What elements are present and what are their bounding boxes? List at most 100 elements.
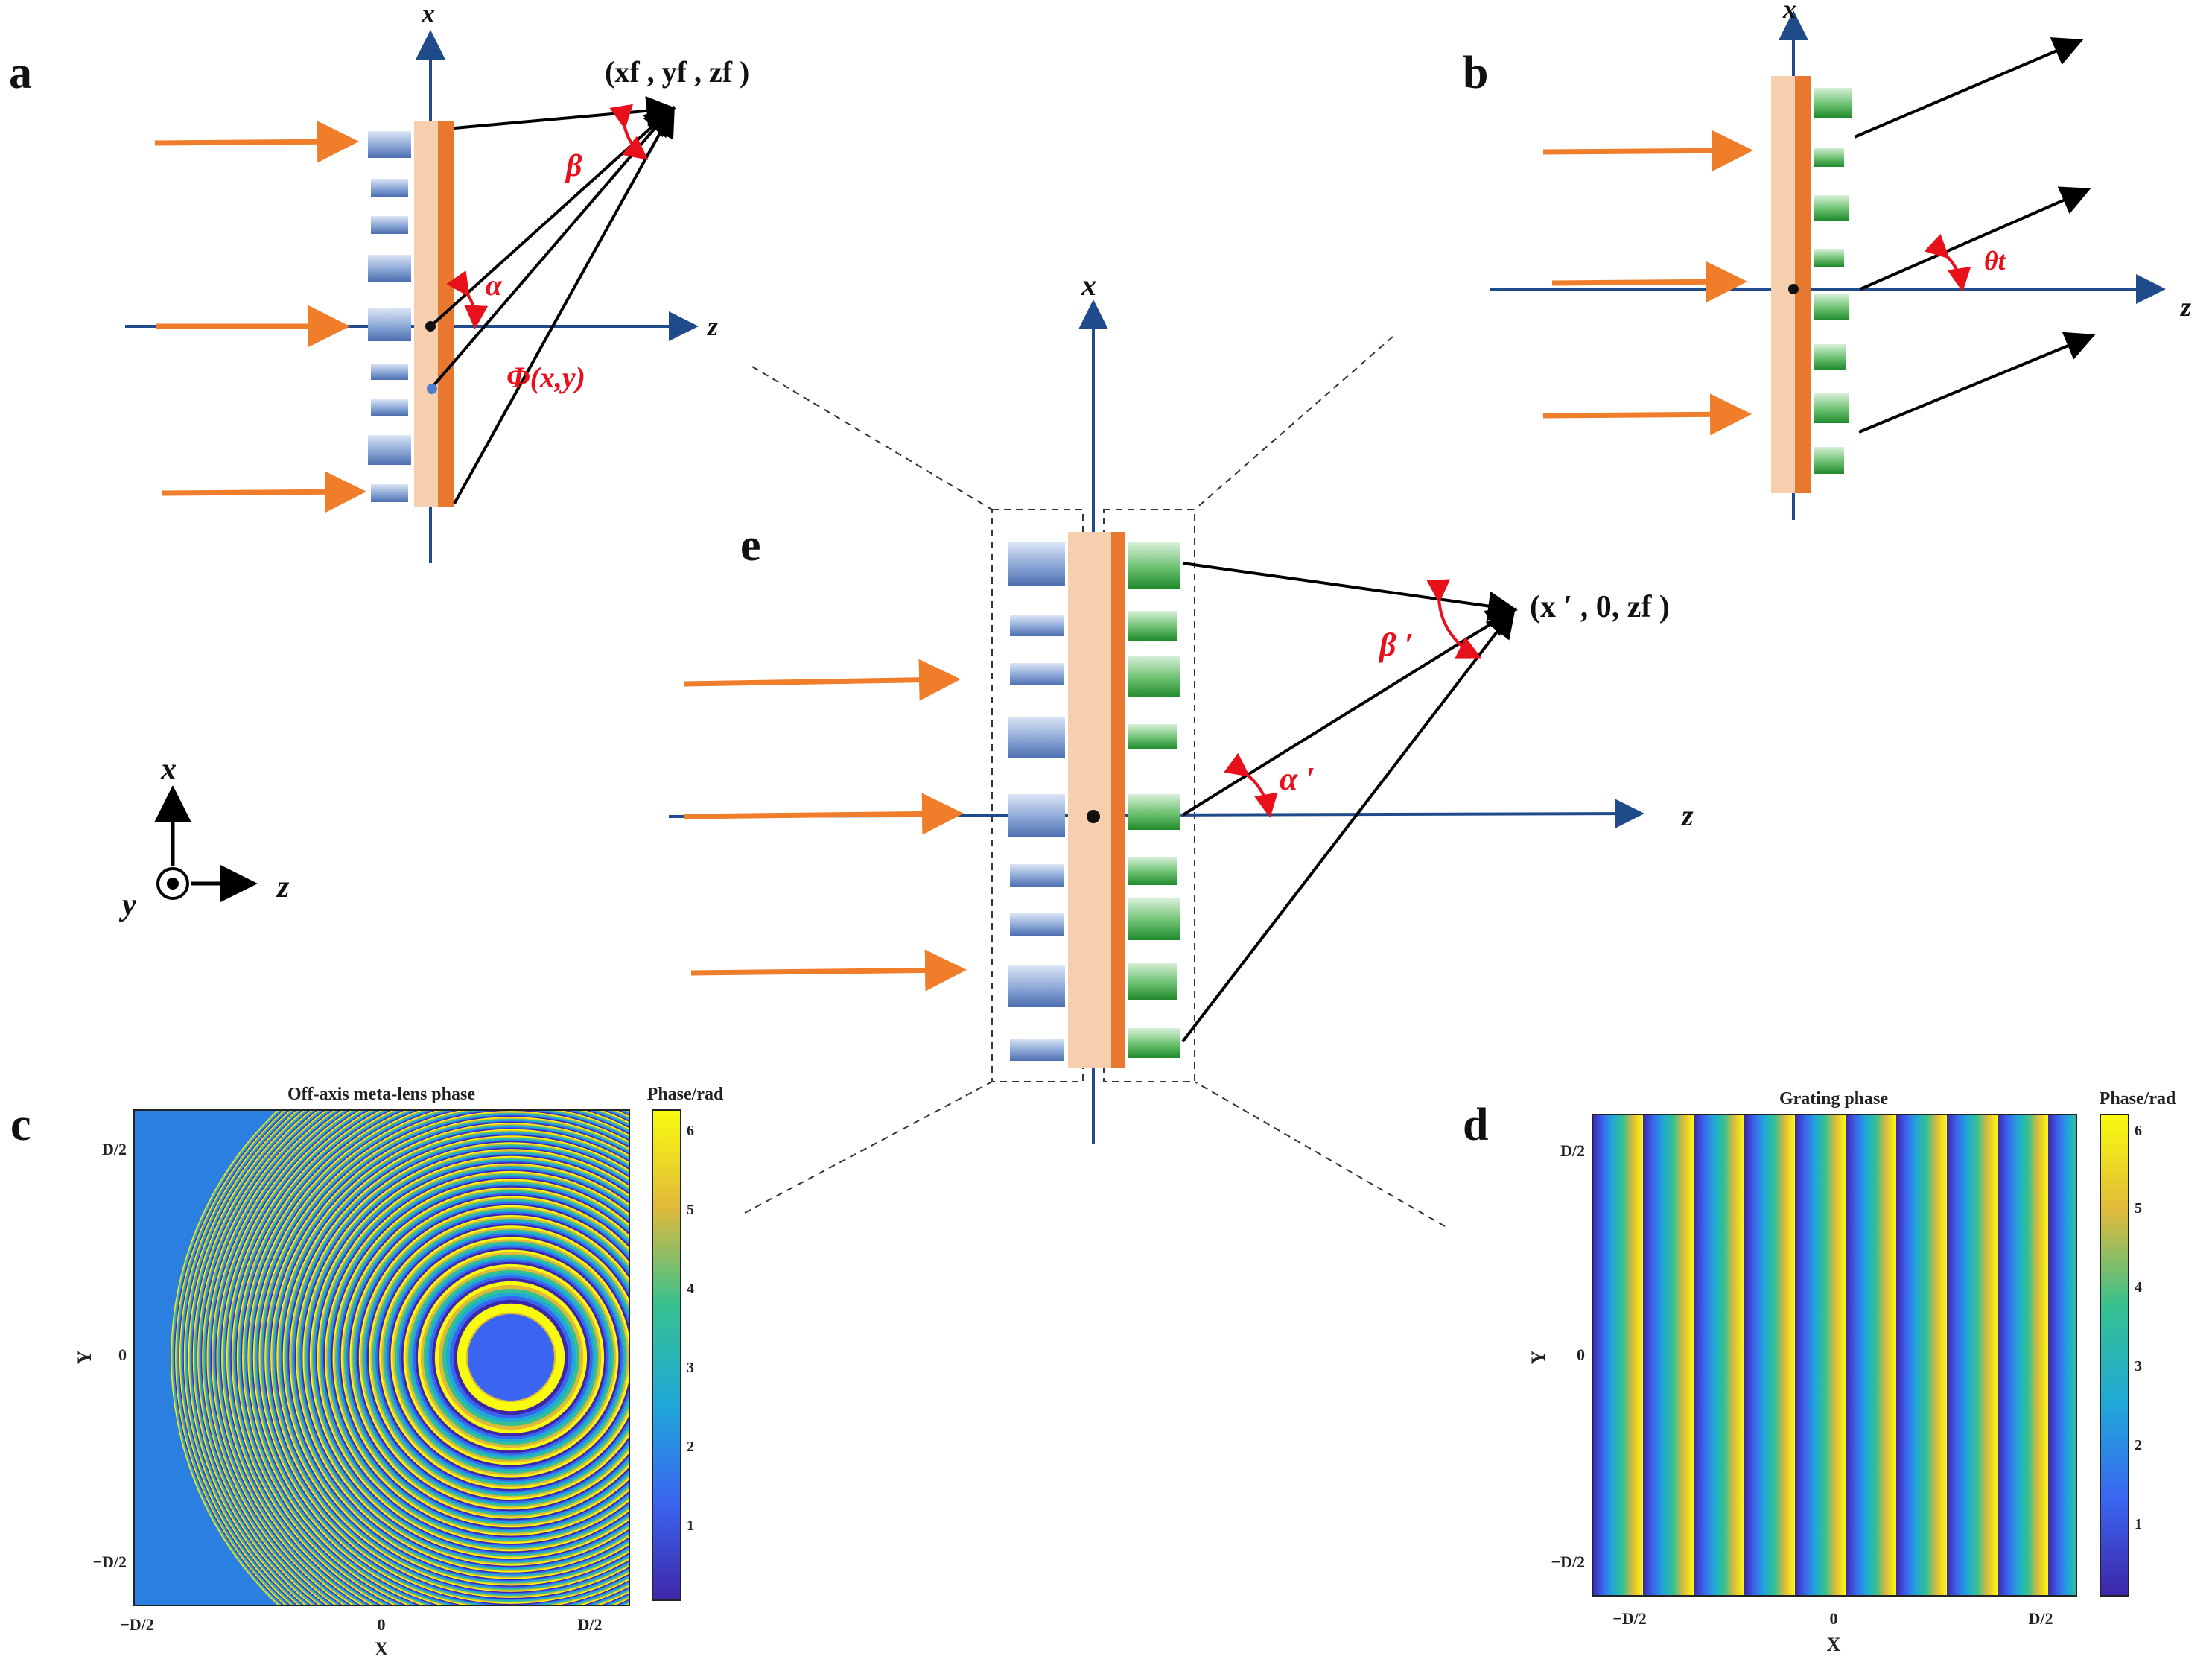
panel-d-xtick-2: 0: [1830, 1609, 1838, 1628]
coord-y-dot: [167, 878, 179, 890]
panel-e-lens-pillars: [1008, 542, 1065, 1061]
nano-pillar: [368, 308, 411, 341]
panel-c-xlabel: X: [375, 1638, 389, 1660]
panel-e-grating-pillars: [1128, 542, 1180, 1058]
panel-e-alpha-arc: [1224, 752, 1278, 818]
panel-a-alpha-label: α: [486, 268, 503, 302]
panel-e-z-label: z: [1680, 799, 1694, 832]
incident-arrow: [683, 793, 964, 835]
panel-c-colorbar-title: Phase/rad: [647, 1085, 724, 1104]
nano-pillar: [1814, 294, 1849, 320]
nano-pillar: [1008, 965, 1065, 1007]
panel-c-phase-map: [134, 1110, 629, 1605]
panel-b-deflected-rays: [1854, 37, 2096, 434]
incident-arrow: [683, 659, 961, 701]
nano-pillar: [1010, 864, 1064, 887]
panel-d-ytick-2: 0: [1577, 1345, 1585, 1364]
panel-a-pillars: [368, 131, 411, 502]
panel-a-point-dot: [427, 384, 437, 394]
nano-pillar: [1010, 663, 1064, 685]
incident-arrow: [1542, 130, 1753, 172]
nano-pillar: [368, 131, 411, 158]
panel-d-colorbar-ticks: 1 2 3 4 5 6: [2135, 1123, 2142, 1532]
panel-b-theta-arc: [1924, 233, 1971, 292]
nano-pillar: [1128, 656, 1180, 697]
colorbar-tick: 5: [2135, 1200, 2142, 1217]
panel-a: a x z: [9, 0, 749, 563]
nano-pillar: [371, 216, 408, 234]
panel-a-incident-arrows: [154, 121, 366, 513]
panel-d-label: d: [1463, 1100, 1488, 1150]
incident-arrow: [154, 121, 359, 163]
nano-pillar: [1008, 542, 1065, 586]
panel-e-x-label: x: [1081, 268, 1096, 302]
panel-d-ytick-3: −D/2: [1551, 1553, 1585, 1571]
ray-arrow: [453, 107, 675, 504]
nano-pillar: [368, 435, 411, 465]
nano-pillar: [368, 255, 411, 282]
incident-arrow: [1542, 393, 1752, 436]
nano-pillar: [1128, 857, 1177, 885]
ray-arrow: [1181, 607, 1517, 817]
nano-pillar: [1814, 148, 1844, 167]
colorbar-tick: 4: [2135, 1279, 2142, 1296]
panel-a-focal-point-label: (xf , yf , zf ): [605, 55, 749, 89]
ray-arrow: [1181, 607, 1516, 1043]
phase-rings: [171, 1110, 629, 1605]
panel-b: b x z θt: [1463, 0, 2191, 520]
panel-c: c Off-axis meta-lens phase −D/2 0 D/2 X …: [10, 1085, 724, 1660]
nano-pillar: [1010, 615, 1064, 636]
coord-z-label: z: [276, 870, 290, 904]
nano-pillar: [1128, 611, 1177, 641]
colorbar-tick: 1: [2135, 1516, 2142, 1532]
panel-a-z-label: z: [706, 311, 718, 341]
ray-arrow: [454, 95, 676, 130]
panel-d-xtick-1: −D/2: [1612, 1609, 1647, 1628]
panel-b-x-label: x: [1782, 0, 1796, 24]
panel-d-ylabel: Y: [1528, 1350, 1549, 1364]
zoom-line: [1194, 336, 1393, 510]
panel-e-focal-point-label: (x ′ , 0, zf ): [1530, 590, 1670, 624]
panel-a-phase-label: Φ(x,y): [506, 361, 585, 394]
panel-a-beta-label: β: [565, 149, 582, 183]
panel-c-xtick-3: D/2: [578, 1615, 603, 1634]
panel-d-xtick-3: D/2: [2029, 1609, 2053, 1628]
panel-a-beta-arc: [609, 104, 649, 160]
nano-pillar: [371, 484, 408, 502]
panel-e-zoom-lines: [744, 336, 1446, 1227]
panel-a-label: a: [9, 48, 32, 98]
nano-pillar: [1128, 1028, 1180, 1058]
incident-arrow: [162, 471, 366, 513]
panel-a-origin-dot: [425, 321, 436, 332]
panel-b-pillars: [1814, 88, 1852, 474]
panel-d-frame: [1592, 1114, 2077, 1597]
panel-b-theta-label: θt: [1984, 246, 2006, 276]
panel-c-colorbar: [652, 1109, 681, 1601]
zoom-line: [751, 366, 993, 510]
nano-pillar: [1128, 542, 1180, 589]
panel-d-colorbar: [2100, 1114, 2129, 1597]
panel-d-ytick-1: D/2: [1560, 1141, 1585, 1160]
panel-d-colorbar-title: Phase/rad: [2100, 1089, 2176, 1109]
zoom-line: [1194, 1081, 1446, 1227]
panel-c-frame: [133, 1109, 630, 1606]
colorbar-tick: 2: [687, 1439, 694, 1455]
panel-e-metasurface-layer: [1111, 532, 1125, 1068]
panel-e-alpha-label: α ′: [1280, 761, 1315, 797]
nano-pillar: [1008, 717, 1065, 758]
panel-e: e x z: [668, 268, 1694, 1227]
panel-e-incident-arrows: [683, 659, 967, 992]
colorbar-tick: 4: [687, 1281, 694, 1297]
ray-arrow: [430, 105, 675, 389]
panel-a-x-label: x: [421, 0, 435, 28]
panel-b-origin-dot: [1788, 284, 1799, 294]
panel-e-beta-label: β ′: [1378, 627, 1414, 663]
colorbar-tick: 3: [2135, 1358, 2142, 1374]
panel-b-incident-arrows: [1542, 130, 1753, 436]
panel-c-ylabel: Y: [74, 1350, 95, 1364]
panel-c-title: Off-axis meta-lens phase: [287, 1085, 475, 1104]
ray-arrow: [1182, 562, 1518, 621]
panel-e-origin-dot: [1087, 810, 1100, 823]
panel-a-alpha-arc: [446, 270, 489, 329]
nano-pillar: [1010, 1039, 1064, 1061]
